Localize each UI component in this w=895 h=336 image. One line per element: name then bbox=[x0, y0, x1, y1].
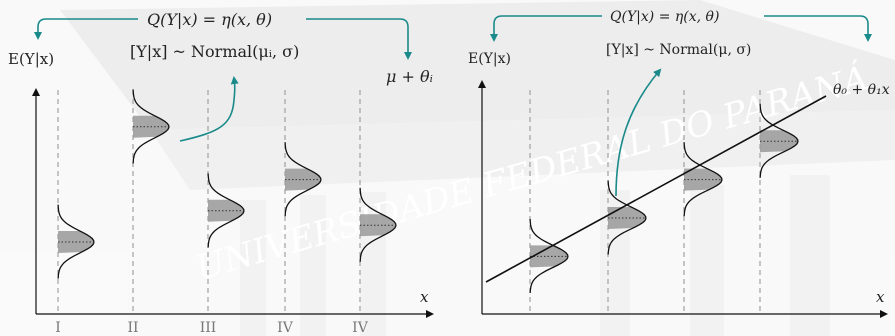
left-header-arrow-right bbox=[306, 18, 412, 60]
right-header-formula: Q(Y|x) = η(x, θ) bbox=[610, 9, 719, 25]
left-y-axis-label: E(Y|x) bbox=[8, 50, 54, 68]
right-header-arrow-right bbox=[764, 15, 872, 42]
density-curve bbox=[683, 142, 723, 217]
group-label: II bbox=[127, 320, 138, 336]
right-panel: E(Y|x) x θ₀ + θ₁x Q(Y|x) = η(x, θ) [Y|x]… bbox=[468, 9, 890, 318]
right-distribution-arrow bbox=[615, 68, 662, 197]
density-curve bbox=[607, 180, 647, 255]
left-mean-label: μ + θᵢ bbox=[386, 67, 433, 86]
right-groups bbox=[529, 90, 799, 314]
group-label: IV bbox=[277, 320, 294, 336]
regression-line bbox=[485, 95, 827, 283]
left-header-arrow-left bbox=[34, 18, 138, 40]
group-label: IV bbox=[352, 320, 369, 336]
left-distribution-label: [Y|x] ~ Normal(μᵢ, σ) bbox=[130, 42, 299, 61]
regression-line-label: θ₀ + θ₁x bbox=[833, 82, 890, 98]
group-label: I bbox=[55, 320, 61, 336]
group-label: III bbox=[200, 320, 217, 336]
right-y-axis-label: E(Y|x) bbox=[468, 51, 511, 67]
left-distribution-arrow bbox=[179, 76, 239, 142]
density-curve bbox=[529, 218, 569, 294]
left-header-formula: Q(Y|x) = η(x, θ) bbox=[147, 10, 272, 29]
density-curve bbox=[759, 103, 799, 178]
left-x-axis-label: x bbox=[420, 288, 429, 306]
right-header-arrow-left bbox=[490, 15, 602, 42]
right-x-axis-label: x bbox=[876, 288, 885, 306]
right-distribution-label: [Y|x] ~ Normal(μ, σ) bbox=[606, 42, 751, 58]
